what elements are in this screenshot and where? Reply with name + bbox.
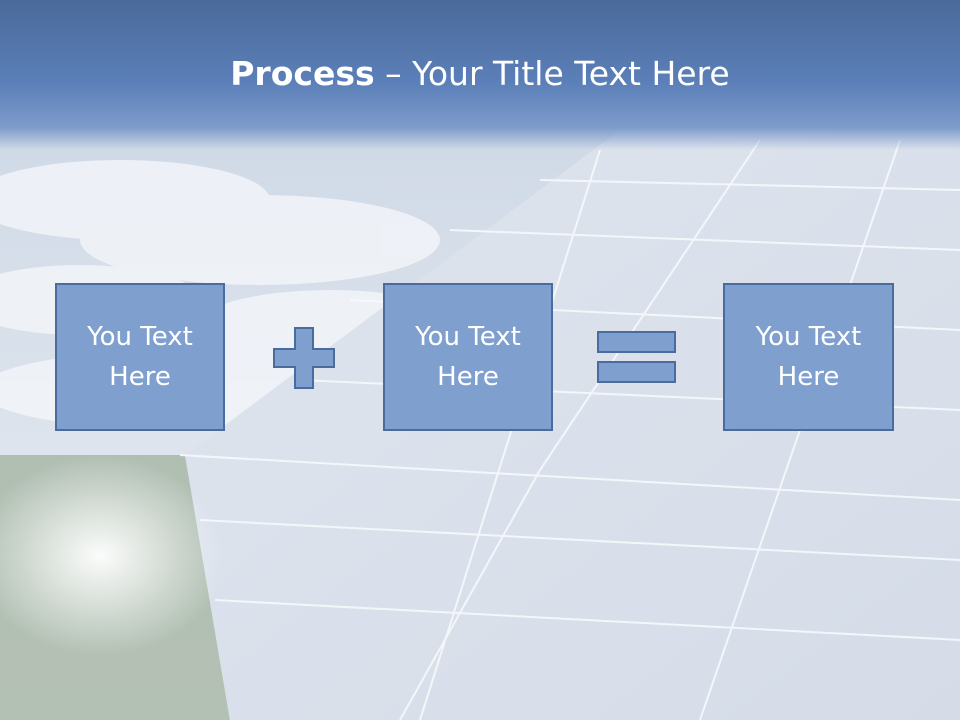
equals-icon [597,331,676,383]
process-box-1-text: You Text Here [87,322,193,392]
header-band [0,0,960,150]
slide-title[interactable]: Process – Your Title Text Here [0,52,960,96]
process-box-2-text: You Text Here [415,322,521,392]
process-box-2[interactable]: You Text Here [383,283,553,431]
process-box-3-text: You Text Here [755,322,862,392]
process-box-1[interactable]: You Text Here [55,283,225,431]
plus-icon [273,327,335,389]
process-box-3[interactable]: You Text Here [723,283,894,431]
title-bold: Process [230,54,375,93]
title-rest: – Your Title Text Here [374,54,730,93]
